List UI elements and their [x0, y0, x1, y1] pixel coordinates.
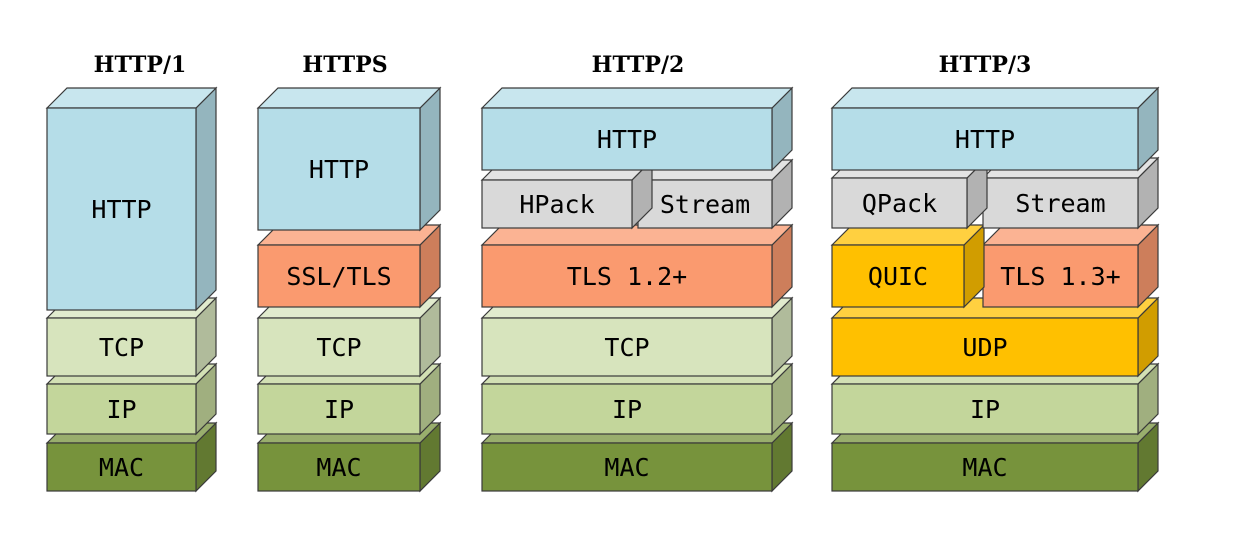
layer-udp: UDP — [830, 296, 1160, 378]
layer-label: UDP — [962, 333, 1007, 362]
layer-quic: QUIC — [830, 223, 986, 309]
layer-front-face — [831, 244, 965, 308]
layer-front-face — [481, 317, 773, 377]
layer-front-face — [831, 107, 1139, 171]
layer-front-face — [46, 107, 197, 311]
layer-http: HTTP — [830, 86, 1160, 172]
layer-label: IP — [106, 395, 136, 424]
layer-http: HTTP — [256, 86, 442, 232]
layer-label: QPack — [862, 189, 937, 218]
layer-label: TLS 1.3+ — [1000, 262, 1120, 291]
layer-http: HTTP — [480, 86, 794, 172]
layer-front-face — [257, 317, 421, 377]
stack-title-https: HTTPS — [302, 52, 387, 78]
layer-front-face — [46, 442, 197, 492]
layer-front-face — [257, 107, 421, 231]
layer-label: TCP — [316, 333, 361, 362]
layer-tls-1-2: TLS 1.2+ — [480, 223, 794, 309]
layer-ssl-tls: SSL/TLS — [256, 223, 442, 309]
layer-front-face — [481, 244, 773, 308]
layer-label: TCP — [604, 333, 649, 362]
layer-front-face — [46, 317, 197, 377]
layer-label: SSL/TLS — [286, 262, 391, 291]
layer-side-face — [195, 86, 217, 312]
layer-front-face — [481, 107, 773, 171]
layer-ip: IP — [45, 362, 218, 436]
layer-top-face — [256, 87, 442, 109]
stack-title-http-1: HTTP/1 — [94, 52, 187, 78]
stack-https: HTTPS MAC IP TCP SSL/TLS HTTP — [256, 52, 442, 493]
layer-label: MAC — [604, 453, 649, 482]
layer-label: Stream — [660, 190, 750, 219]
layer-label: HPack — [519, 190, 594, 219]
layer-front-face — [831, 383, 1139, 435]
layer-label: IP — [970, 395, 1000, 424]
layer-label: HTTP — [91, 195, 151, 224]
layer-label: HTTP — [597, 125, 657, 154]
layer-label: QUIC — [868, 262, 928, 291]
layer-front-face — [831, 317, 1139, 377]
layer-front-face — [982, 177, 1139, 229]
layer-front-face — [257, 442, 421, 492]
layer-tcp: TCP — [480, 296, 794, 378]
layer-label: MAC — [99, 453, 144, 482]
stack-title-http-2: HTTP/2 — [592, 52, 685, 78]
layer-front-face — [257, 383, 421, 435]
layer-front-face — [637, 179, 773, 229]
layer-front-face — [481, 179, 633, 229]
layer-front-face — [257, 244, 421, 308]
layer-side-face — [419, 86, 441, 232]
layer-label: HTTP — [309, 155, 369, 184]
layer-top-face — [480, 87, 794, 109]
layer-label: MAC — [962, 453, 1007, 482]
layer-http: HTTP — [45, 86, 218, 312]
layer-tls-1-3: TLS 1.3+ — [981, 223, 1160, 309]
layer-front-face — [982, 244, 1139, 308]
layer-label: IP — [612, 395, 642, 424]
layer-label: MAC — [316, 453, 361, 482]
layer-qpack: QPack — [830, 156, 989, 230]
layer-front-face — [831, 442, 1139, 492]
layer-front-face — [831, 177, 968, 229]
layer-tcp: TCP — [256, 296, 442, 378]
layer-label: TCP — [99, 333, 144, 362]
layer-top-face — [45, 87, 218, 109]
layer-mac: MAC — [830, 421, 1160, 493]
layer-label: HTTP — [955, 125, 1015, 154]
layer-front-face — [481, 442, 773, 492]
layer-stream: Stream — [636, 158, 794, 230]
layer-label: TLS 1.2+ — [567, 262, 687, 291]
stack-title-http-3: HTTP/3 — [939, 52, 1032, 78]
layer-front-face — [46, 383, 197, 435]
layer-label: IP — [324, 395, 354, 424]
layer-front-face — [481, 383, 773, 435]
layer-label: Stream — [1015, 189, 1105, 218]
layer-top-face — [830, 87, 1160, 109]
